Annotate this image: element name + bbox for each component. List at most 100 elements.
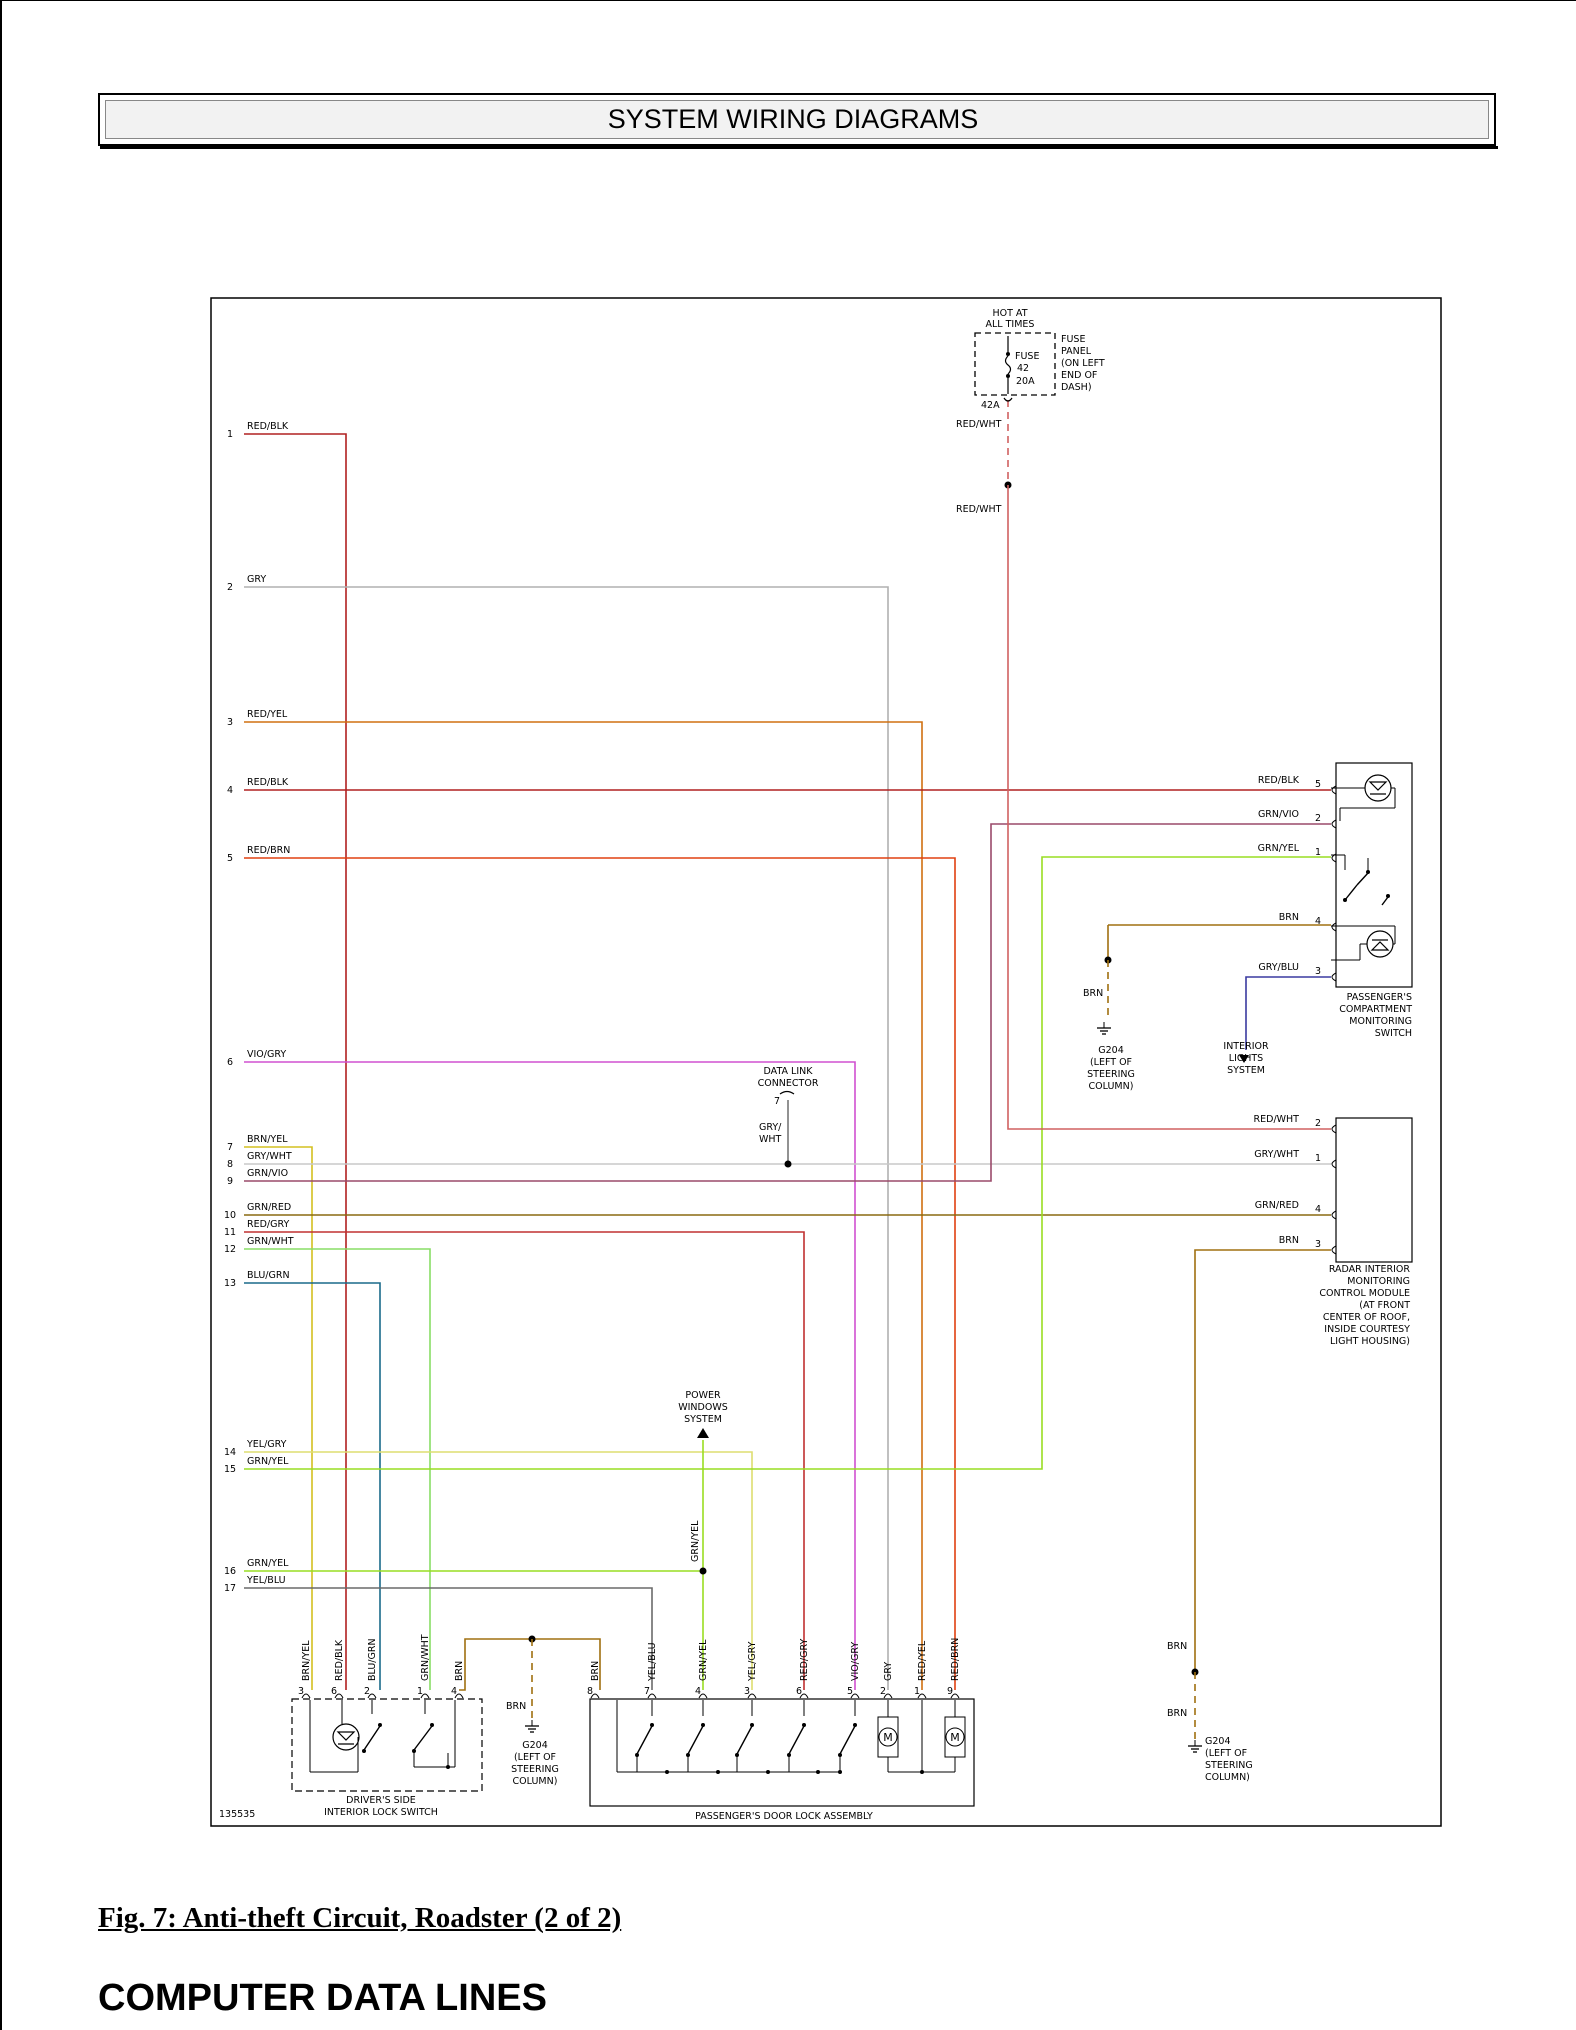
door-lock-hook-4 [698, 1693, 708, 1699]
fuse-panel-label-3: (ON LEFT [1061, 358, 1105, 369]
wire-14-yel-gry [244, 1451, 753, 1690]
ground-upper-wire-label: BRN [1083, 988, 1103, 999]
ground-right-label-2: (LEFT OF [1205, 1748, 1247, 1759]
door-lock-hook-8 [590, 1693, 600, 1699]
ground-bottom-label-3: STEERING [511, 1764, 559, 1775]
wire-3-red-yel [244, 721, 923, 1690]
passenger-compartment-switch [1331, 762, 1413, 988]
door-lock-pin-6: 6 [796, 1686, 802, 1697]
left-terminal-pin-11: 11 [224, 1227, 236, 1238]
radar-hook-4 [1331, 1210, 1337, 1220]
left-terminal-pin-16: 16 [224, 1566, 236, 1577]
radar-module-name-3: CONTROL MODULE [1319, 1288, 1410, 1299]
door-lock-switch-blade-4 [839, 1725, 856, 1755]
fuse-hot-label-1: HOT AT [992, 308, 1027, 319]
diagram-frame [210, 297, 1442, 1827]
driver-hook-4 [454, 1693, 464, 1699]
door-lock-bus-dot-1 [716, 1770, 720, 1774]
left-terminal-wire-label-3: RED/YEL [247, 709, 288, 720]
fuse-panel-label-2: PANEL [1061, 346, 1092, 357]
interior-lights-label-2: LIGHTS [1229, 1053, 1263, 1064]
wire-13-blu-grn [244, 1282, 381, 1690]
radar-wire-4: GRN/RED [1255, 1200, 1299, 1211]
door-lock-switch-blade-3 [788, 1725, 805, 1755]
left-terminal-pin-13: 13 [224, 1278, 236, 1289]
driver-wire-1: GRN/WHT [420, 1634, 431, 1681]
compartment-switch-name-3: MONITORING [1349, 1016, 1412, 1027]
door-lock-pin-1: 1 [914, 1686, 920, 1697]
driver-pin-4: 4 [451, 1686, 457, 1697]
left-terminal-pin-15: 15 [224, 1464, 236, 1475]
door-lock-pin-4: 4 [695, 1686, 701, 1697]
wires-layer: 1RED/BLK2GRY3RED/YEL4RED/BLK5RED/BRN6VIO… [224, 400, 1337, 1740]
left-terminal-pin-4: 4 [227, 785, 233, 796]
fuse-panel [974, 332, 1056, 402]
driver-wire-2: BLU/GRN [367, 1638, 378, 1681]
door-lock-bus-dot-4 [838, 1770, 842, 1774]
driver-wire-6: RED/BLK [334, 1639, 345, 1681]
ground-symbol-bottom [525, 1720, 539, 1733]
door-lock-wire-6: RED/GRY [799, 1639, 810, 1681]
driver-hook-2 [367, 1693, 377, 1699]
door-lock-pin-5: 5 [847, 1686, 853, 1697]
compartment-pin-1: 1 [1315, 847, 1321, 858]
wire-5-red-brn [244, 857, 956, 1690]
ground-right-wire-top: BRN [1167, 1641, 1187, 1652]
ground-right-label-4: COLUMN) [1205, 1772, 1250, 1783]
compartment-switch-name-1: PASSENGER'S [1347, 992, 1412, 1003]
driver-pin-1: 1 [417, 1686, 423, 1697]
driver-hook-1 [420, 1693, 430, 1699]
wire-11-red-gry [244, 1231, 805, 1690]
compartment-switch-name-4: SWITCH [1375, 1028, 1412, 1039]
driver-pin-2: 2 [364, 1686, 370, 1697]
door-lock-hook-6 [799, 1693, 809, 1699]
door-lock-motor-2-label: M [950, 1731, 960, 1744]
compartment-hook-2 [1331, 819, 1337, 829]
driver-switch-name-1: DRIVER'S SIDE [346, 1795, 416, 1806]
header-banner-inner: SYSTEM WIRING DIAGRAMS [105, 100, 1489, 139]
left-terminal-pin-12: 12 [224, 1244, 236, 1255]
splice-data-link [784, 1160, 792, 1168]
compartment-wire-4: BRN [1279, 912, 1299, 923]
header-title: SYSTEM WIRING DIAGRAMS [607, 104, 979, 134]
driver-switch-box [291, 1698, 483, 1792]
figure-caption: Fig. 7: Anti-theft Circuit, Roadster (2 … [98, 1902, 622, 1934]
left-terminal-wire-label-17: YEL/BLU [246, 1575, 286, 1586]
door-lock-wire-5: VIO/GRY [850, 1642, 861, 1681]
door-lock-wire-4: GRN/YEL [698, 1639, 709, 1681]
fuse-label-1: FUSE [1015, 351, 1039, 362]
data-link-label-1: DATA LINK [764, 1066, 814, 1077]
wire-7-brn-yel [244, 1146, 313, 1690]
door-lock-switch-contact-4 [853, 1723, 857, 1727]
ground-right-label-3: STEERING [1205, 1760, 1253, 1771]
left-terminal-pin-2: 2 [227, 582, 233, 593]
data-link-wire-1: GRY/ [759, 1122, 782, 1133]
door-lock-pin-2: 2 [880, 1686, 886, 1697]
door-lock-wire-9: RED/BRN [950, 1638, 961, 1681]
left-terminal-wire-label-5: RED/BRN [247, 845, 290, 856]
door-lock-wire-7: YEL/BLU [647, 1642, 658, 1682]
door-lock-switch-contact-0 [650, 1723, 654, 1727]
fuse-label-3: 20A [1016, 376, 1035, 387]
door-lock-pin-7: 7 [644, 1686, 650, 1697]
fuse-hot-label-2: ALL TIMES [986, 319, 1035, 330]
door-lock-wire-8: BRN [590, 1661, 601, 1681]
driver-pin-3: 3 [298, 1686, 304, 1697]
driver-pin-6: 6 [331, 1686, 337, 1697]
door-lock-hook-5 [850, 1693, 860, 1699]
door-lock-wire-3: YEL/GRY [747, 1641, 758, 1682]
radar-module-name-5: CENTER OF ROOF, [1323, 1312, 1410, 1323]
ground-bottom-label-1: G204 [522, 1740, 548, 1751]
header-banner: SYSTEM WIRING DIAGRAMS [98, 93, 1496, 146]
wire-radar-brn [1194, 1249, 1331, 1672]
ground-bottom-label-2: (LEFT OF [514, 1752, 556, 1763]
section-title: COMPUTER DATA LINES [98, 1977, 547, 2019]
ground-upper-label-4: COLUMN) [1089, 1081, 1134, 1092]
door-lock-wire-2: GRY [883, 1662, 894, 1681]
radar-module-name-6: INSIDE COURTESY [1324, 1324, 1410, 1335]
door-lock-assembly-box [589, 1698, 975, 1807]
wire-17-yel-blu [244, 1587, 653, 1690]
door-lock-motor-2-icon [945, 1727, 965, 1747]
interior-lights-arrow [1239, 1055, 1249, 1063]
